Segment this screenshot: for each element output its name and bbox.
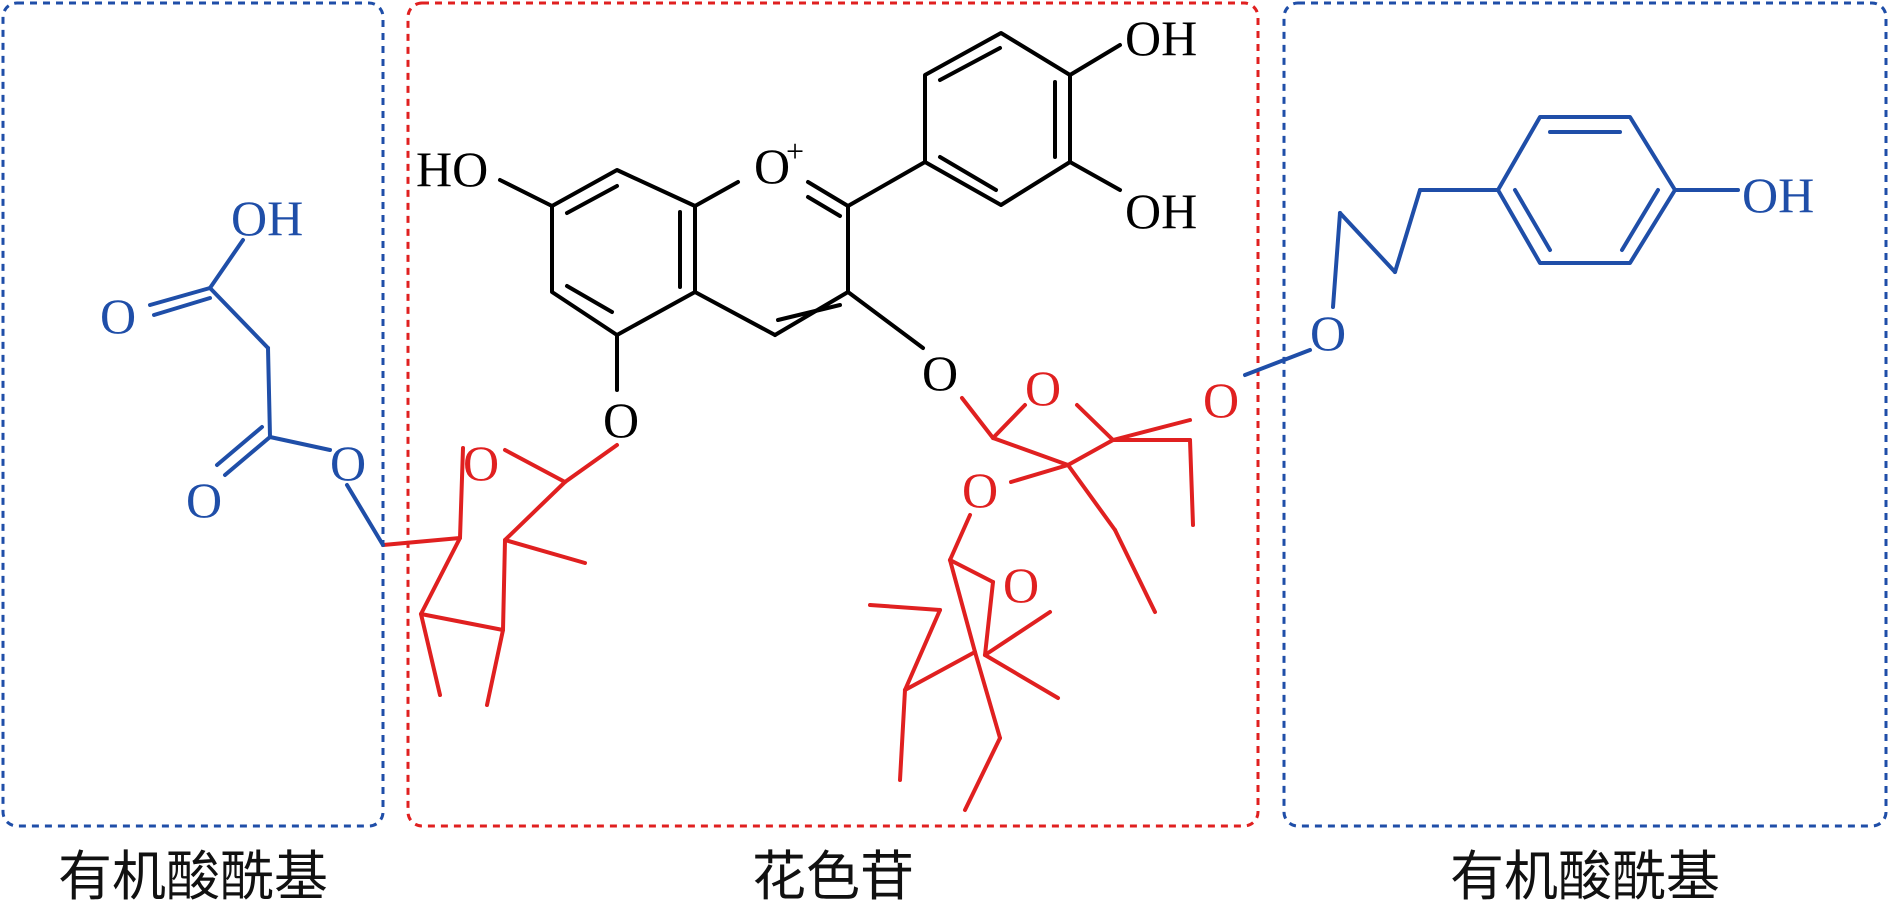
- right-acyl-group: [1243, 115, 1740, 377]
- oxonium-o-label: O: [754, 138, 790, 194]
- o-glycosidic-mid-label: O: [962, 462, 998, 518]
- o-ring-sugar-left-label: O: [463, 435, 499, 491]
- oh-malonyl-label: OH: [231, 190, 303, 246]
- atom-labels: HO O + OH OH O O O O O O O O O O OH O OH: [100, 10, 1814, 613]
- o-malonyl-carbonyl-1-label: O: [100, 288, 136, 344]
- o-ring-sugar-bottom-label: O: [1003, 557, 1039, 613]
- sugar-units: [381, 396, 1195, 812]
- o-ring-sugar-mid-label: O: [1025, 360, 1061, 416]
- ho-ring-a-label: HO: [416, 141, 488, 197]
- oh-top-label: OH: [1125, 10, 1197, 66]
- o-malonyl-ester-label: O: [330, 435, 366, 491]
- left-region-label: 有机酸酰基: [58, 845, 328, 908]
- o-malonyl-carbonyl-2-label: O: [186, 472, 222, 528]
- anthocyanidin-core: [498, 31, 1122, 392]
- anthocyanin-region-box: [406, 1, 1260, 828]
- center-region-label: 花色苷: [752, 845, 914, 908]
- o-sugar-right-label: O: [1203, 372, 1239, 428]
- oh-phenol-label: OH: [1742, 167, 1814, 223]
- left-acyl-region-box: [1, 1, 385, 828]
- right-acyl-region-box: [1282, 1, 1888, 828]
- o-c3-label: O: [922, 345, 958, 401]
- o-c5-label: O: [603, 392, 639, 448]
- left-malonyl-group: [148, 238, 385, 547]
- oxonium-plus-label: +: [786, 133, 804, 169]
- right-region-label: 有机酸酰基: [1450, 845, 1720, 908]
- oh-catechol-label: OH: [1125, 183, 1197, 239]
- o-right-ester-label: O: [1310, 305, 1346, 361]
